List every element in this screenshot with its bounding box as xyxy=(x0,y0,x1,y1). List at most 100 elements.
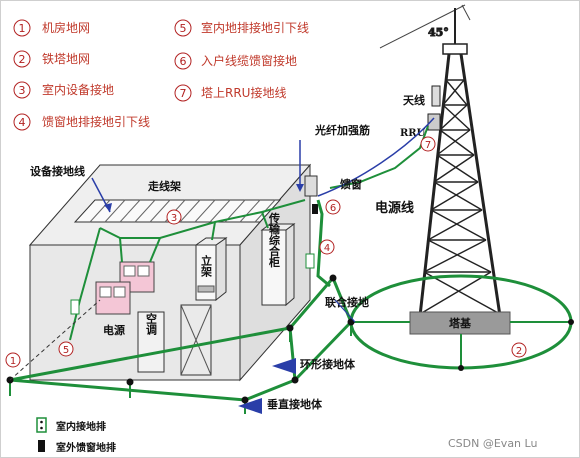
rru-icon xyxy=(427,113,441,131)
legend-number-circle xyxy=(174,52,192,70)
rack xyxy=(194,237,228,302)
tower-top-platform xyxy=(442,43,468,55)
svg-text:1: 1 xyxy=(10,356,16,367)
callout-2: 2 xyxy=(511,342,527,358)
outdoor-bar-key-label: 室外馈窗地排 xyxy=(56,441,116,454)
legend-item-5: 5 室内地排接地引下线 xyxy=(174,19,309,37)
arrow-head-icon xyxy=(104,203,112,212)
callout-3: 3 xyxy=(166,209,182,225)
legend-item-6: 6 入户线缆馈窗接地 xyxy=(174,52,297,70)
legend-text: 机房地网 xyxy=(42,20,90,35)
antenna-icon xyxy=(431,85,441,107)
legend-text: 入户线缆馈窗接地 xyxy=(201,53,297,68)
callouts: 1 2 3 4 5 6 7 xyxy=(5,136,527,368)
angle-label: 45° xyxy=(428,26,449,39)
legend-item-3: 3 室内设备接地 xyxy=(13,81,114,99)
legend-number: 5 xyxy=(180,22,187,35)
equipment-ground-wire-label: 设备接地线 xyxy=(30,164,85,178)
tower-base: 塔基 xyxy=(409,311,511,335)
cabinet-ground-drop xyxy=(261,211,269,229)
rack-slot xyxy=(197,285,215,293)
legend-number: 6 xyxy=(180,55,187,68)
power-line xyxy=(317,117,435,197)
legend-number-circle xyxy=(13,113,31,131)
svg-text:6: 6 xyxy=(330,203,336,214)
rru-label: RRU xyxy=(400,128,426,139)
legend-text: 室内地排接地引下线 xyxy=(201,20,309,35)
rack-side xyxy=(215,237,227,302)
legend-number-circle xyxy=(174,19,192,37)
antenna-label: 天线 xyxy=(403,93,425,107)
legend-text: 室内设备接地 xyxy=(42,82,114,97)
optical-cable-label: 光纤加强筋 xyxy=(314,123,370,137)
watermark: CSDN @Evan Lu xyxy=(448,437,537,450)
svg-text:4: 4 xyxy=(324,243,330,254)
legend-text: 塔上RRU接地线 xyxy=(201,85,286,100)
vertical-ground-label: 垂直接地体 xyxy=(267,397,323,411)
legend-number-circle xyxy=(13,50,31,68)
vertical-ground-arrow-icon xyxy=(238,398,262,414)
tower: 45° xyxy=(379,4,502,317)
ring-ground-arrow-icon xyxy=(272,358,296,374)
callout-5: 5 xyxy=(58,341,74,357)
legend-number-circle xyxy=(174,84,192,102)
air-conditioner-label: 空调 xyxy=(145,312,158,336)
tower-leg-right xyxy=(459,53,502,317)
door xyxy=(180,304,212,376)
outdoor-bar-icon xyxy=(312,204,318,214)
ground-node xyxy=(458,365,464,371)
legend-number: 2 xyxy=(19,53,26,66)
ring-ground-label: 环形接地体 xyxy=(300,357,356,371)
cabinet-side xyxy=(285,223,295,307)
legend-text: 铁塔地网 xyxy=(42,52,90,66)
svg-text:5: 5 xyxy=(63,345,69,356)
feeder-window xyxy=(304,175,318,214)
power-module xyxy=(113,286,126,298)
air-conditioner-body xyxy=(137,311,165,373)
indoor-bar-key-label: 室内接地排 xyxy=(56,420,106,433)
power-ground-drop xyxy=(119,237,123,263)
combined-ground-label: 联合接地 xyxy=(325,295,369,309)
legend-item-1: 1 机房地网 xyxy=(13,19,90,37)
power-supply xyxy=(95,261,155,315)
door-brace xyxy=(180,304,212,376)
power-module xyxy=(99,286,112,298)
callout-1: 1 xyxy=(5,352,21,368)
feeder-window-label: 馈窗 xyxy=(340,177,362,191)
symbol-key: 室内接地排 室外馈窗地排 xyxy=(36,417,116,454)
indoor-bar-icon xyxy=(305,253,315,269)
svg-text:7: 7 xyxy=(425,140,431,151)
arrow-head-icon xyxy=(296,184,304,192)
tower-bracing xyxy=(419,79,501,315)
tower-base-label: 塔基 xyxy=(449,316,472,330)
power-module xyxy=(123,265,136,277)
svg-text:2: 2 xyxy=(516,346,522,357)
legend-item-4: 4 馈窗地排接地引下线 xyxy=(13,113,150,131)
rack-ground-drop xyxy=(211,221,216,241)
callout-6: 6 xyxy=(325,199,341,215)
legend-number: 4 xyxy=(19,116,26,129)
angle-line-left xyxy=(379,4,466,49)
callout-7: 7 xyxy=(420,136,436,152)
angle-line-right xyxy=(461,4,471,21)
legend-text: 馈窗地排接地引下线 xyxy=(42,114,150,129)
power-module xyxy=(137,265,150,277)
transmission-cabinet-label: 传输综合柜 xyxy=(268,211,282,268)
ground-node xyxy=(568,319,574,325)
room-ground-edge-front xyxy=(9,320,353,402)
svg-text:3: 3 xyxy=(171,213,177,224)
legend-number: 7 xyxy=(180,87,187,100)
legend-number: 1 xyxy=(19,22,26,35)
rack-label: 立架 xyxy=(200,254,214,278)
combined-ground-pointer xyxy=(334,299,356,323)
power-ground-drop xyxy=(149,237,161,263)
legend-number-circle xyxy=(13,19,31,37)
power-supply-label: 电源 xyxy=(103,323,125,337)
indoor-equipment-ground xyxy=(99,199,306,239)
legend-number-circle xyxy=(13,81,31,99)
callout-4: 4 xyxy=(319,239,335,255)
feeder-window-plate xyxy=(304,175,318,197)
power-line-label: 电源线 xyxy=(375,200,414,216)
air-conditioner xyxy=(137,311,165,373)
